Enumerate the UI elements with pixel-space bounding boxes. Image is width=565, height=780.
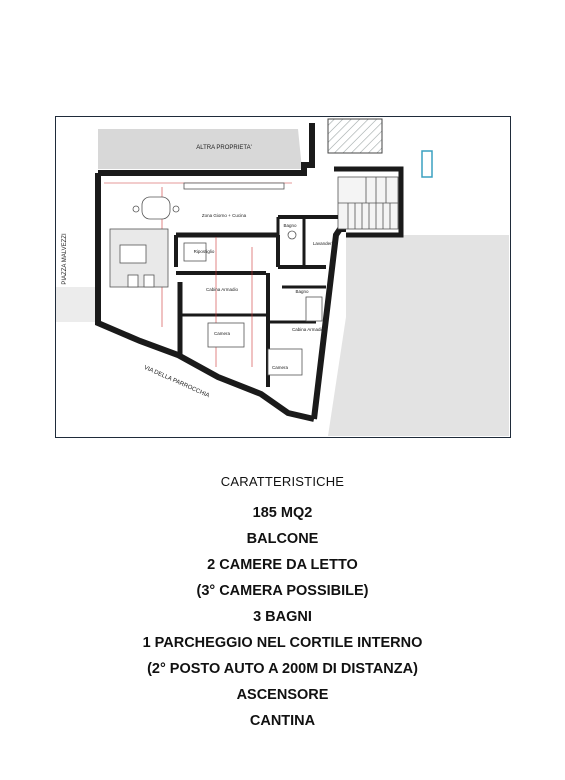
neighbour-label: ALTRA PROPRIETA' (196, 145, 252, 151)
room-label-bath2: Bagno (295, 289, 309, 294)
stair-wall (334, 166, 404, 238)
exterior-west (56, 287, 100, 322)
furniture (109, 182, 323, 376)
room-label-living: Zona Giorno + Cucina (202, 213, 247, 218)
south-west-wall (95, 173, 315, 422)
stairs (337, 176, 399, 230)
feature-second-parking: (2° POSTO AUTO A 200M DI DISTANZA) (147, 661, 418, 677)
feature-bedrooms: 2 CAMERE DA LETTO (207, 557, 358, 573)
feature-balcony: BALCONE (246, 531, 319, 547)
room-label-closet: Ripostiglio (194, 249, 215, 254)
lift-shaft (327, 118, 383, 154)
room-label-walkin2: Cabina Armadio (292, 327, 325, 332)
room-label-laundry: Lavanderia (313, 241, 336, 246)
internal-walls (174, 215, 338, 387)
balcony-rail (421, 150, 433, 178)
features-list: CARATTERISTICHE 185 MQ2 BALCONE 2 CAMERE… (0, 474, 565, 734)
floor-plan-drawing: Zona Giorno + Cucina Bagno Lavanderia Ri… (56, 118, 509, 436)
feature-bathrooms: 3 BAGNI (253, 609, 312, 625)
feature-cellar: CANTINA (249, 713, 316, 729)
street-label-west: PIAZZA MALVEZZI (62, 233, 68, 285)
room-label-walkin1: Cabina Armadio (206, 287, 239, 292)
features-heading: CARATTERISTICHE (220, 474, 345, 489)
feature-area: 185 MQ2 (252, 505, 313, 521)
feature-third-bedroom: (3° CAMERA POSSIBILE) (196, 583, 369, 599)
floor-plan: Zona Giorno + Cucina Bagno Lavanderia Ri… (55, 116, 511, 438)
neighbour-area (98, 129, 302, 169)
room-label-bath1: Bagno (283, 223, 297, 228)
north-wall (98, 123, 315, 176)
exterior-ground (328, 235, 509, 436)
room-label-bedroom1: Camera (214, 331, 231, 336)
feature-parking: 1 PARCHEGGIO NEL CORTILE INTERNO (142, 635, 423, 651)
feature-elevator: ASCENSORE (236, 687, 329, 703)
room-label-bedroom2: Camera (272, 365, 289, 370)
